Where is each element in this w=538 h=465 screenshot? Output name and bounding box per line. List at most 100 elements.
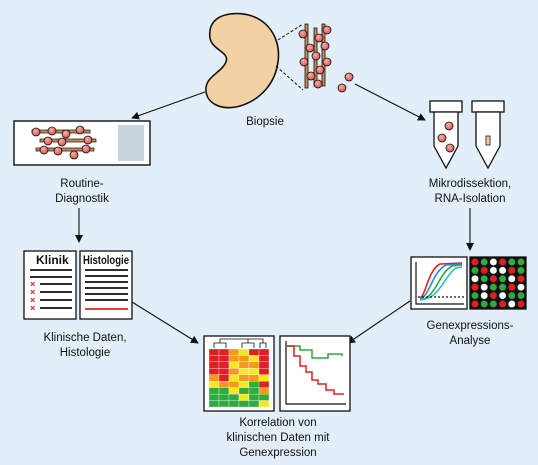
heatmap-cell [258, 368, 270, 375]
heatmap-cell [208, 387, 220, 395]
heatmap-cell [258, 348, 270, 356]
heatmap-cell [258, 381, 270, 388]
microarray-spot [471, 258, 479, 266]
heatmap-cell [228, 387, 240, 395]
heatmap-cell [228, 374, 240, 382]
microarray-spot [498, 258, 507, 266]
heatmap-cell [218, 387, 230, 395]
heatmap-cell [258, 374, 270, 382]
heatmap-cell [228, 361, 240, 369]
heatmap-cell [208, 368, 220, 375]
sample-tube-icon [429, 100, 463, 170]
microarray-spot [471, 266, 479, 275]
heatmap-cell [248, 368, 260, 375]
heatmap-cell [208, 393, 220, 401]
sample-tube-icon [471, 100, 505, 170]
heatmap-cell [228, 368, 240, 375]
svg-text:×: × [30, 303, 35, 313]
heatmap-cell [258, 355, 270, 363]
microarray-spot [517, 274, 525, 283]
heatmap-cell [218, 381, 230, 388]
svg-text:×: × [30, 287, 35, 297]
heatmap-cell [228, 400, 240, 408]
microarray-spot [507, 258, 516, 266]
microarray-spot [517, 258, 525, 266]
heatmap-icon [203, 335, 275, 412]
microarray-spot [489, 258, 498, 266]
microarray-spot [480, 274, 489, 283]
heatmap-cell [238, 387, 250, 395]
heatmap-cell [258, 361, 270, 369]
microarray-spot [498, 266, 507, 275]
label-mikro-1: Mikrodissektion, [429, 178, 511, 190]
svg-text:×: × [30, 279, 35, 289]
heatmap-cell [218, 374, 230, 382]
microarray-spot [480, 300, 489, 308]
heatmap-cell [238, 348, 250, 356]
microarray-spot [480, 291, 489, 300]
svg-text:×: × [30, 295, 35, 305]
heatmap-cell [228, 355, 240, 363]
microarray-spot [498, 300, 507, 308]
microscope-slide-icon [13, 120, 151, 166]
microarray-spot [489, 291, 498, 300]
microarray-spot [498, 291, 507, 300]
histologie-title: Histologie [83, 253, 129, 267]
microarray-spot [507, 266, 516, 275]
heatmap-cell [208, 381, 220, 388]
microarray-spot [489, 283, 498, 292]
heatmap-cell [218, 368, 230, 375]
survival-plot-icon [279, 335, 351, 412]
label-klinische-1: Klinische Daten, [43, 332, 126, 344]
microarray-spot [489, 300, 498, 308]
klinik-title: Klinik [36, 253, 69, 267]
tissue-sample-icon [298, 23, 354, 93]
kidney-icon [205, 12, 280, 109]
heatmap-cell [238, 361, 250, 369]
microarray-spot [517, 300, 525, 308]
label-mikro-2: RNA-Isolation [435, 193, 506, 205]
clinical-document-icon: Klinik ×× ×× [23, 250, 77, 320]
microarray-spot [489, 274, 498, 283]
microarray-spot [498, 274, 507, 283]
microarray-spot [498, 283, 507, 292]
microarray-spot [507, 300, 516, 308]
label-genexp-2: Analyse [450, 335, 491, 347]
heatmap-cell [238, 381, 250, 388]
heatmap-cell [248, 348, 260, 356]
heatmap-cell [218, 393, 230, 401]
heatmap-cell [258, 387, 270, 395]
label-genexp-1: Genexpressions- [427, 320, 514, 332]
microarray-spot [489, 266, 498, 275]
microarray-spot [480, 258, 489, 266]
heatmap-cell [208, 400, 220, 408]
microarray-spot [471, 300, 479, 308]
heatmap-cell [228, 348, 240, 356]
heatmap-cell [218, 355, 230, 363]
microarray-spot [471, 274, 479, 283]
label-routine-2: Diagnostik [55, 193, 109, 205]
microarray-spot [480, 283, 489, 292]
heatmap-cell [248, 393, 260, 401]
heatmap-cell [248, 374, 260, 382]
label-biopsie: Biopsie [246, 116, 284, 128]
microarray-spot [507, 274, 516, 283]
label-korrelation-1: Korrelation von [239, 417, 316, 429]
amplification-plot-icon [410, 256, 468, 310]
microarray-spot [507, 291, 516, 300]
label-routine-1: Routine- [60, 178, 104, 190]
heatmap-cell [208, 361, 220, 369]
heatmap-cell [208, 355, 220, 363]
heatmap-cell [248, 400, 260, 408]
heatmap-cell [238, 368, 250, 375]
microarray-spot [517, 283, 525, 292]
heatmap-cell [238, 374, 250, 382]
heatmap-cell [248, 355, 260, 363]
heatmap-cell [228, 381, 240, 388]
heatmap-cell [248, 381, 260, 388]
heatmap-cell [238, 355, 250, 363]
heatmap-cell [238, 393, 250, 401]
microarray-spot [471, 283, 479, 292]
microarray-spot [471, 291, 479, 300]
